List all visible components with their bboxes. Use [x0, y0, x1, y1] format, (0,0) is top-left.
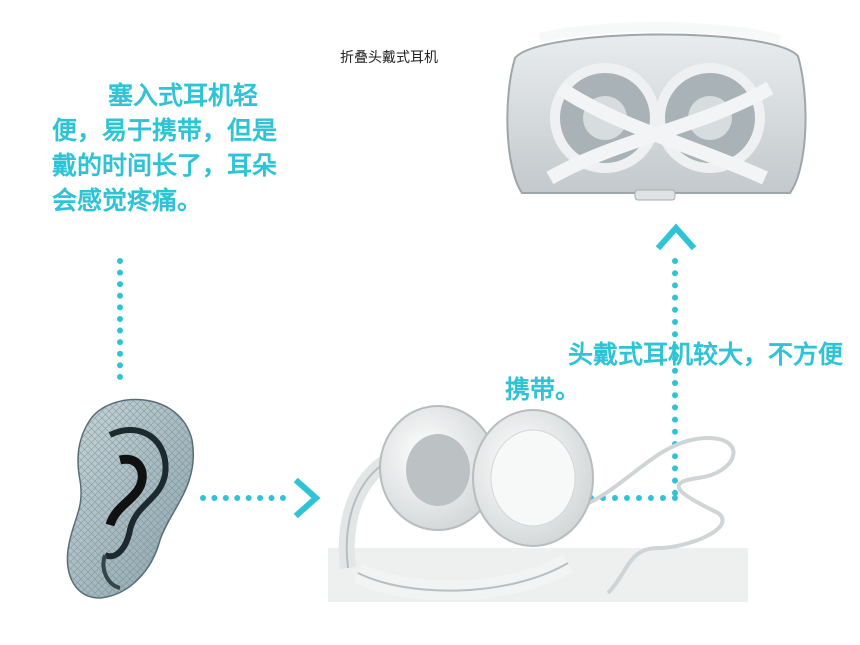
- ear-to-headphone-line: [200, 495, 286, 501]
- earbud-description: 塞入式耳机轻便，易于携带，但是戴的时间长了，耳朵会感觉疼痛。: [52, 81, 278, 215]
- folding-headphones-label: 折叠头戴式耳机: [340, 50, 438, 66]
- up-connector-line: [672, 258, 678, 496]
- headphone-to-up-line: [588, 495, 678, 501]
- up-arrow-icon: [656, 223, 696, 251]
- headphone-description: 头戴式耳机较大，不方便携带。: [505, 340, 844, 404]
- ear-wireframe-image: [66, 398, 195, 599]
- headphones-image: [328, 405, 748, 602]
- folded-headphones-case-image: [506, 22, 807, 201]
- right-arrow-icon: [293, 478, 321, 518]
- ear-connector-line: [117, 258, 123, 380]
